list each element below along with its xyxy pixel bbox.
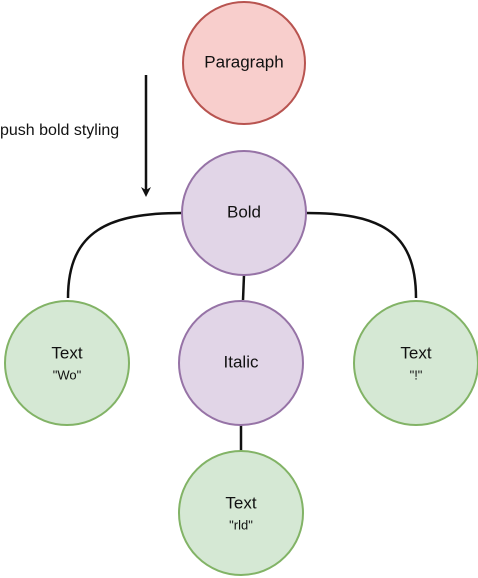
- italic-circle: [178, 300, 304, 426]
- bold-circle: [181, 150, 307, 276]
- bold-node: Bold: [181, 150, 307, 276]
- bold-label: Bold: [227, 202, 261, 221]
- italic-label: Italic: [224, 352, 259, 371]
- italic-node: Italic: [178, 300, 304, 426]
- text-left-label: Text: [51, 343, 82, 362]
- text-right-node: Text "!": [353, 300, 478, 426]
- text-right-circle: [353, 300, 478, 426]
- text-left-node: Text "Wo": [4, 300, 130, 426]
- text-left-circle: [4, 300, 130, 426]
- edge-bold-text-right: [305, 211, 418, 299]
- text-right-label: Text: [400, 343, 431, 362]
- paragraph-circle: [182, 1, 306, 125]
- edge-bold-italic: [241, 274, 246, 301]
- text-bottom-circle: [178, 450, 304, 576]
- text-bottom-label: Text: [225, 493, 256, 512]
- text-right-value: "!": [410, 367, 423, 382]
- paragraph-node: Paragraph: [182, 1, 306, 125]
- annotation-label: push bold styling: [0, 122, 119, 139]
- text-bottom-value: "rld": [229, 517, 253, 532]
- text-left-value: "Wo": [53, 367, 82, 382]
- text-bottom-node: Text "rld": [178, 450, 304, 576]
- paragraph-label: Paragraph: [204, 52, 283, 71]
- edge-bold-text-left: [66, 211, 183, 299]
